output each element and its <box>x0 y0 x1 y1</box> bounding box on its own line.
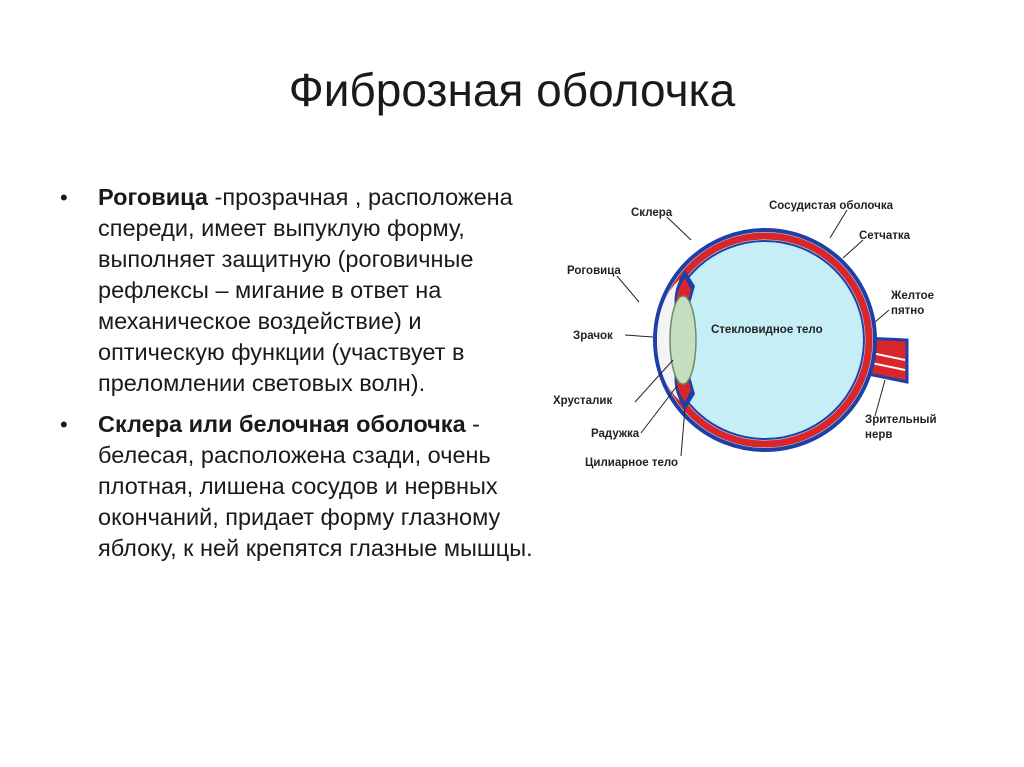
label-cornea: Роговица <box>567 265 621 277</box>
label-macula-line2: пятно <box>891 305 924 317</box>
label-macula-line1: Желтое <box>890 290 934 302</box>
label-vitreous: Стекловидное тело <box>711 324 823 336</box>
bullet-marker: • <box>60 412 68 437</box>
bullet-sclera: • Склера или белочная оболочка - белесая… <box>60 409 540 564</box>
label-sclera: Склера <box>631 207 673 219</box>
leader-lines <box>616 209 890 457</box>
label-choroid: Сосудистая оболочка <box>769 200 894 212</box>
label-iris: Радужка <box>591 428 640 440</box>
lens <box>669 295 697 385</box>
label-pupil: Зрачок <box>573 330 613 342</box>
label-nerve-line2: нерв <box>865 429 892 441</box>
term-sclera: Склера или белочная оболочка <box>98 411 466 437</box>
eye-diagram-svg: Склера Сосудистая оболочка Сетчатка Рого… <box>553 200 937 469</box>
eye-diagram: Склера Сосудистая оболочка Сетчатка Рого… <box>545 190 975 480</box>
bullet-list: • Роговица -прозрачная , расположена спе… <box>60 182 540 574</box>
cornea-description: -прозрачная , расположена спереди, имеет… <box>98 184 513 396</box>
label-nerve-line1: Зрительный <box>865 414 937 426</box>
slide-title: Фиброзная оболочка <box>288 64 736 116</box>
label-lens: Хрусталик <box>553 395 612 407</box>
label-retina: Сетчатка <box>859 230 911 242</box>
term-cornea: Роговица <box>98 184 208 210</box>
bullet-marker: • <box>60 185 68 210</box>
sclera-description: - белесая, расположена сзади, очень плот… <box>98 411 533 561</box>
bullet-cornea: • Роговица -прозрачная , расположена спе… <box>60 182 540 399</box>
label-ciliary: Цилиарное тело <box>585 457 678 469</box>
